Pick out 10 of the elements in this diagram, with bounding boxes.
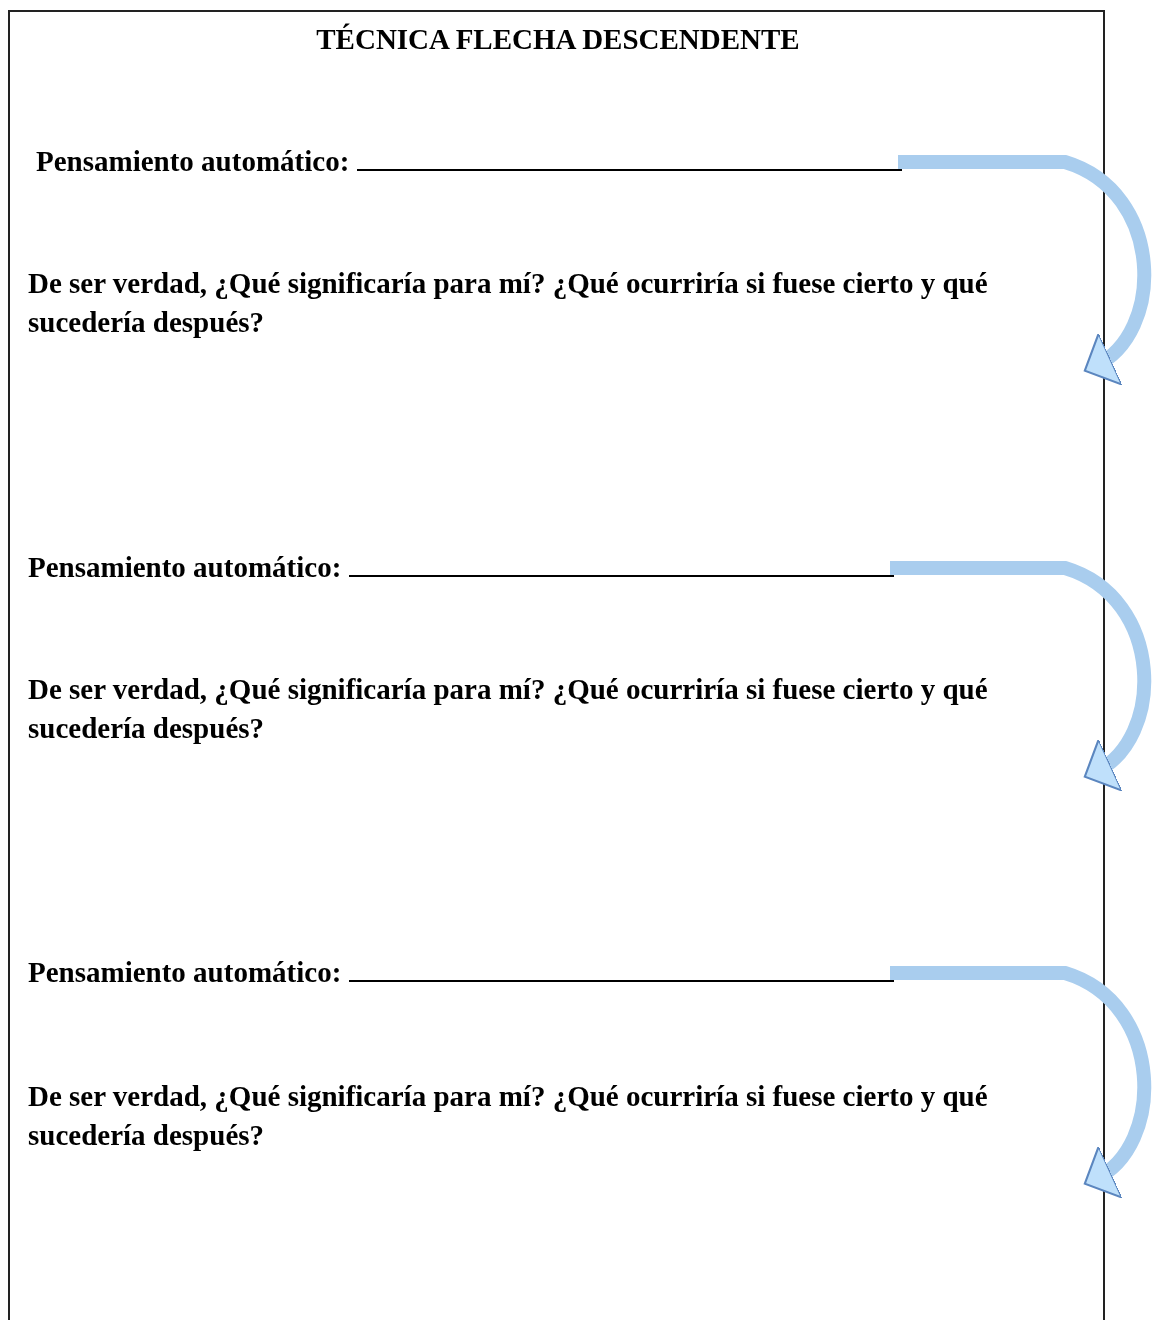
question-text: De ser verdad, ¿Qué significaría para mí? ¿Qué ocurriría si fuese cierto y qué sucedería después? [28,1080,988,1151]
question-text: De ser verdad, ¿Qué significaría para mí? ¿Qué ocurriría si fuese cierto y qué sucedería después? [28,673,988,744]
curved-arrow [890,966,1151,1195]
prompt-label: Pensamiento automático: [36,145,350,177]
curved-arrow [898,155,1151,382]
curved-arrow [890,561,1151,788]
prompt-label: Pensamiento automático: [28,956,342,988]
prompt-label: Pensamiento automático: [28,551,342,583]
question-text: De ser verdad, ¿Qué significaría para mí? ¿Qué ocurriría si fuese cierto y qué sucedería después? [28,267,988,338]
worksheet-title: TÉCNICA FLECHA DESCENDENTE [315,22,801,57]
